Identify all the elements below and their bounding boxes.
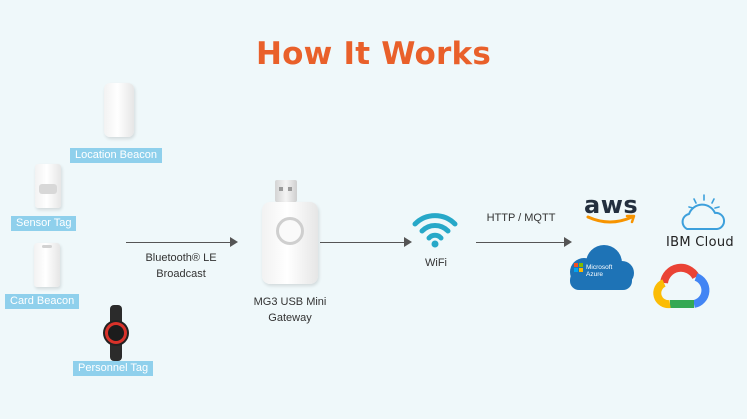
gateway-arrow-head: [404, 237, 412, 247]
ble-caption: Bluetooth® LE Broadcast: [136, 250, 226, 282]
gateway-caption-line2: Gateway: [268, 312, 312, 324]
ble-caption-line2: Broadcast: [156, 268, 206, 280]
aws-smile-icon: [586, 214, 636, 224]
ble-caption-line1: Bluetooth® LE: [145, 252, 217, 264]
wifi-caption: WiFi: [425, 257, 447, 269]
location-beacon-device: [104, 83, 134, 137]
aws-logo-text: aws: [584, 191, 639, 219]
ibm-cloud-icon: [681, 194, 726, 230]
azure-logo-text-line2: Azure: [586, 271, 603, 278]
gateway-device: [262, 202, 318, 284]
protocol-caption: HTTP / MQTT: [486, 212, 556, 224]
ble-arrow-head: [230, 237, 238, 247]
wifi-icon: [412, 213, 458, 248]
card-beacon-device: [34, 243, 60, 287]
personnel-tag-device: [103, 305, 129, 361]
personnel-tag-label: Personnel Tag: [73, 361, 154, 376]
azure-logo-text-line1: Microsoft: [586, 264, 613, 271]
gateway-caption: MG3 USB Mini Gateway: [238, 294, 342, 326]
cloud-arrow-line: [476, 242, 564, 243]
page-title: How It Works: [256, 36, 491, 72]
card-beacon-label: Card Beacon: [5, 294, 80, 309]
google-cloud-logo: [653, 263, 710, 309]
gateway-usb-connector: [275, 180, 297, 202]
ble-arrow-line: [126, 242, 230, 243]
azure-logo: Microsoft Azure: [562, 243, 637, 292]
sensor-tag-device: [35, 164, 61, 208]
sensor-tag-label: Sensor Tag: [11, 216, 77, 231]
gateway-caption-line1: MG3 USB Mini: [253, 296, 327, 308]
location-beacon-label: Location Beacon: [70, 148, 162, 163]
ibm-cloud-text: IBM Cloud: [666, 235, 734, 250]
cloud-arrow-head: [564, 237, 572, 247]
azure-cloud-icon: [570, 245, 634, 290]
gateway-arrow-line: [320, 242, 404, 243]
aws-logo: aws: [584, 192, 640, 228]
